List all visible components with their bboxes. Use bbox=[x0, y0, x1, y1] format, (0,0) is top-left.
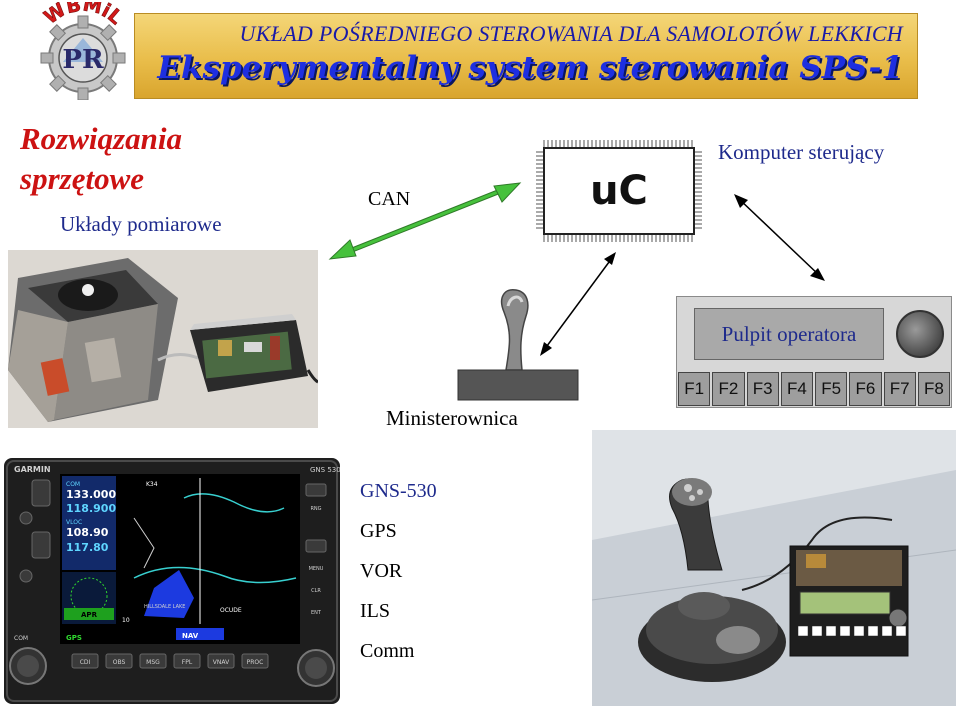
can-label: CAN bbox=[368, 188, 411, 210]
function-keys: F1 F2 F3 F4 F5 F6 F7 F8 bbox=[678, 372, 950, 406]
arrowhead-icon bbox=[540, 342, 552, 356]
arrowhead-icon bbox=[810, 268, 825, 281]
header-title: Eksperymentalny system sterowania SPS-1 bbox=[157, 50, 903, 86]
nav-page-label: NAV bbox=[182, 632, 199, 640]
microcontroller-chip: uC bbox=[536, 140, 702, 242]
button-proc: PROC bbox=[247, 659, 264, 666]
button-cdi: CDI bbox=[80, 659, 91, 666]
function-key-f2: F2 bbox=[712, 372, 745, 406]
gns530-device: GARMIN GNS 530 COM COM 133.000 118.900 V… bbox=[4, 458, 340, 704]
ministerownica-label: Ministerownica bbox=[386, 406, 518, 430]
com-active: 133.000 bbox=[66, 488, 116, 501]
gps-annunciator: GPS bbox=[66, 634, 82, 642]
button-obs: OBS bbox=[113, 659, 126, 666]
computer-label: Komputer sterujący bbox=[718, 140, 885, 164]
map-label-hillsdale: HILLSDALE LAKE bbox=[144, 604, 185, 610]
map-label-k34: K34 bbox=[146, 481, 158, 488]
chip-label: uC bbox=[590, 168, 648, 214]
mini-joystick-icon bbox=[457, 289, 579, 401]
gns-item-ils: ILS bbox=[360, 600, 390, 622]
vloc-standby: 117.80 bbox=[66, 541, 109, 554]
section-title-line2: sprzętowe bbox=[20, 161, 144, 196]
operator-panel-display: Pulpit operatora bbox=[694, 308, 884, 360]
gns-item-model: GNS-530 bbox=[360, 480, 437, 502]
joystick-and-panel-photo bbox=[592, 430, 956, 706]
logo-letters: PR bbox=[62, 45, 104, 75]
function-key-f4: F4 bbox=[780, 372, 813, 406]
measurement-units-photo bbox=[8, 250, 318, 428]
gns-item-gps: GPS bbox=[360, 520, 397, 542]
vloc-active: 108.90 bbox=[66, 526, 109, 539]
vloc-label: VLOC bbox=[66, 519, 82, 526]
com-standby: 118.900 bbox=[66, 502, 116, 515]
connection-arrows bbox=[540, 194, 825, 356]
arrowhead-icon bbox=[604, 252, 616, 265]
gns-item-vor: VOR bbox=[360, 560, 403, 582]
section-title-line1: Rozwiązania bbox=[20, 121, 182, 156]
apr-annunciator: APR bbox=[81, 611, 98, 619]
measurement-label: Układy pomiarowe bbox=[60, 212, 222, 236]
arrowhead-icon bbox=[734, 194, 748, 208]
button-vnav: VNAV bbox=[213, 659, 230, 666]
function-key-f7: F7 bbox=[883, 372, 916, 406]
side-button-ent: ENT bbox=[311, 610, 322, 616]
map-label-ocude: OCUDE bbox=[220, 607, 242, 614]
gns-brand: GARMIN bbox=[14, 465, 51, 474]
button-msg: MSG bbox=[146, 659, 160, 666]
side-button-menu: MENU bbox=[309, 566, 324, 572]
gns-feature-list: GNS-530 GPS VOR ILS Comm bbox=[360, 478, 437, 678]
function-key-f6: F6 bbox=[849, 372, 882, 406]
map-range: 10 bbox=[122, 617, 130, 624]
knob-icon bbox=[896, 310, 944, 358]
function-key-f3: F3 bbox=[746, 372, 779, 406]
can-bus-arrow bbox=[328, 182, 522, 260]
com-label-screen: COM bbox=[66, 481, 80, 488]
gns-model: GNS 530 bbox=[310, 466, 340, 474]
function-key-f8: F8 bbox=[917, 372, 950, 406]
header-subtitle: UKŁAD POŚREDNIEGO STEROWANIA DLA SAMOLOT… bbox=[239, 21, 903, 46]
operator-panel-label: Pulpit operatora bbox=[721, 321, 857, 346]
side-button-rng: RNG bbox=[310, 506, 321, 512]
header-banner: UKŁAD POŚREDNIEGO STEROWANIA DLA SAMOLOT… bbox=[134, 13, 918, 99]
button-fpl: FPL bbox=[182, 659, 193, 666]
gns-item-comm: Comm bbox=[360, 640, 415, 662]
function-key-f1: F1 bbox=[678, 372, 711, 406]
side-button-clr: CLR bbox=[311, 588, 321, 594]
com-label: COM bbox=[14, 635, 28, 642]
wbmil-logo: PR WBMiL bbox=[40, 2, 127, 100]
function-key-f5: F5 bbox=[815, 372, 848, 406]
